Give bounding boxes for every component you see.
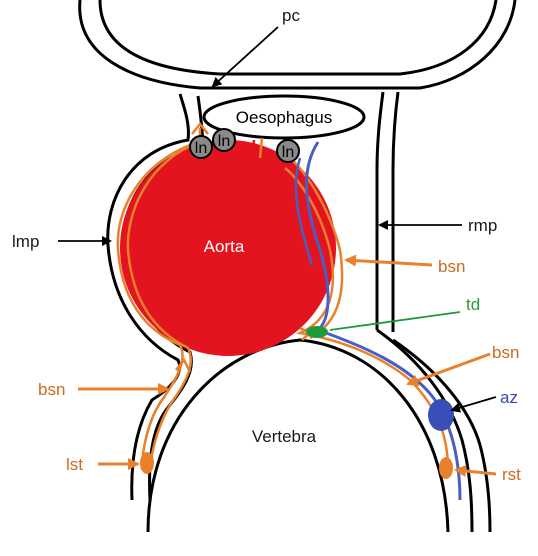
label-aorta: Aorta <box>204 237 245 256</box>
label-bsn-left: bsn <box>38 380 65 399</box>
thoracic-duct <box>306 326 328 338</box>
label-pc: pc <box>282 6 300 25</box>
lymph-node-label: ln <box>195 140 207 157</box>
rst-pointer <box>456 470 496 474</box>
label-td: td <box>466 295 480 314</box>
label-rmp: rmp <box>468 216 497 235</box>
label-az: az <box>500 388 518 407</box>
lymph-node-label: ln <box>282 144 294 161</box>
bsn-upper-pointer <box>346 260 432 265</box>
label-bsn-right-upper: bsn <box>438 257 465 276</box>
lymph-node-1: ln <box>190 136 212 158</box>
lymph-node-3: ln <box>277 140 299 162</box>
label-bsn-right-lower: bsn <box>492 343 519 362</box>
label-vertebra: Vertebra <box>252 427 317 446</box>
label-rst: rst <box>502 465 521 484</box>
label-oesophagus: Oesophagus <box>236 108 332 127</box>
right-sympathetic-trunk <box>439 457 453 479</box>
left-sympathetic-trunk <box>140 452 154 474</box>
lymph-node-label: ln <box>218 133 230 150</box>
pc-pointer <box>213 27 278 86</box>
azygos-vein-node <box>428 399 454 431</box>
label-lst: lst <box>66 455 83 474</box>
td-pointer <box>330 312 460 330</box>
label-lmp: lmp <box>12 232 39 251</box>
lymph-node-2: ln <box>213 129 235 151</box>
